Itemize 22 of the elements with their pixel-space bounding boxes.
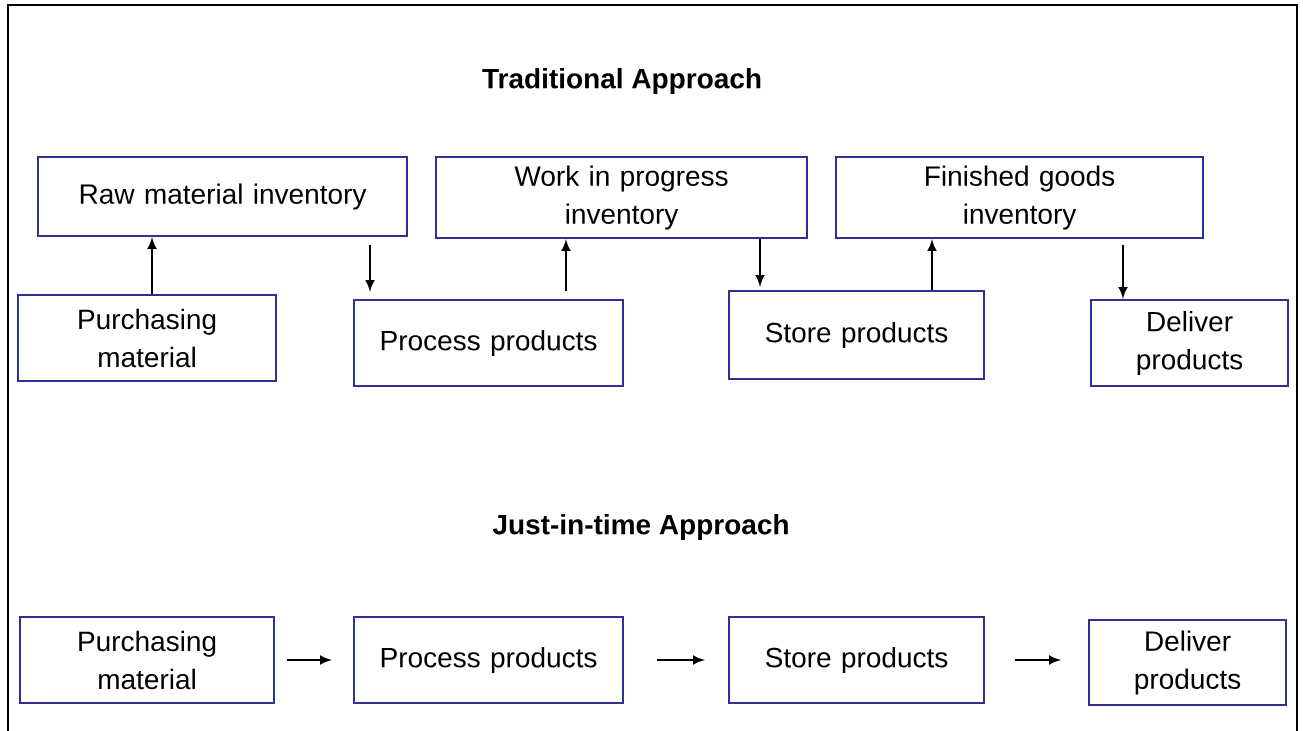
process-box: Deliver products [1090,299,1289,387]
arrow [365,244,375,290]
process-box: Process products [353,616,624,704]
process-box: Store products [728,290,985,380]
heading: Traditional Approach [482,67,761,95]
arrow [1118,244,1128,297]
arrow [286,655,330,665]
process-box: Purchasing material [17,294,277,382]
arrow [561,241,571,292]
process-box: Raw material inventory [37,156,408,237]
arrow [927,241,937,291]
process-box: Process products [353,299,624,387]
heading: Just-in-time Approach [492,513,788,541]
arrow [755,238,765,285]
process-box: Finished goods inventory [835,156,1204,239]
arrow [1014,655,1059,665]
arrow [656,655,703,665]
process-box: Work in progress inventory [435,156,808,239]
arrow [147,239,157,295]
process-box: Deliver products [1088,619,1287,706]
process-box: Store products [728,616,985,704]
process-box: Purchasing material [19,616,275,704]
